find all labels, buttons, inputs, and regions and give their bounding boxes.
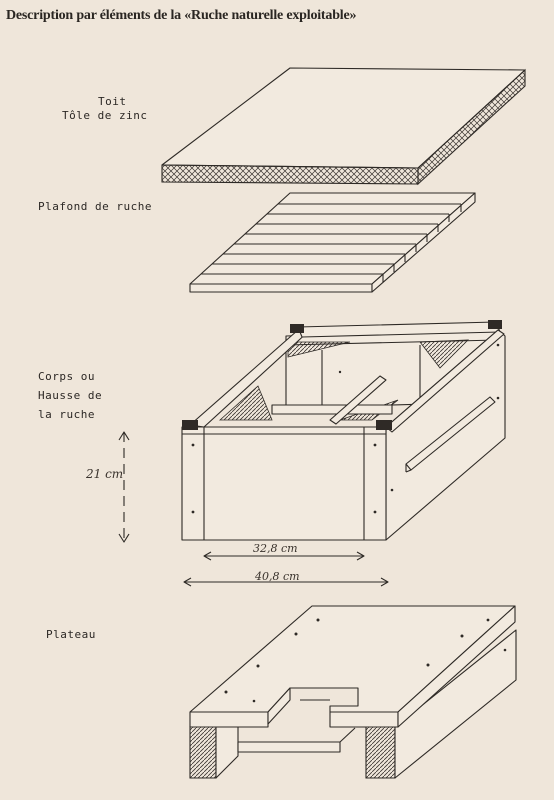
roof-panel [161,67,526,186]
label-hausse-de: Hausse de [38,389,103,402]
label-plateau: Plateau [46,628,96,641]
label-toit: Toit [98,95,127,108]
label-plafond: Plafond de ruche [38,200,152,213]
dimension-inner-width-arrow [203,551,365,561]
page-title: Description par éléments de la «Ruche na… [6,8,357,23]
dimension-outer-width-arrow [183,577,389,587]
label-la-ruche: la ruche [38,408,95,421]
dimension-outer-width-label: 40,8 cm [255,570,300,583]
floor-plateau [189,605,517,779]
dimension-height-label: 21 cm [86,467,124,481]
label-corps-ou: Corps ou [38,370,95,383]
hive-body [181,320,506,541]
label-tole-de-zinc: Tôle de zinc [62,109,148,122]
ceiling-boards [189,192,476,293]
dimension-height-arrow [118,431,130,543]
dimension-inner-width-label: 32,8 cm [253,542,298,555]
